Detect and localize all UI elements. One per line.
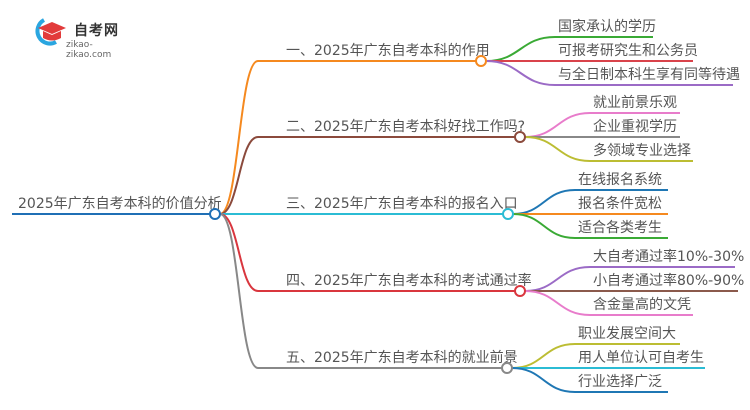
leaf-label[interactable]: 适合各类考生 <box>578 220 662 236</box>
branch-connector <box>219 136 259 215</box>
leaf-label[interactable]: 行业选择广泛 <box>578 374 662 390</box>
leaf-connector <box>512 213 576 239</box>
leaf-label[interactable]: 小自考通过率80%-90% <box>593 272 744 289</box>
leaf-connector <box>511 343 576 369</box>
leaf-label[interactable]: 在线报名系统 <box>578 172 662 188</box>
logo-url: zikao-zikao.com <box>66 40 112 60</box>
leaf-label[interactable]: 就业前景乐观 <box>593 94 677 111</box>
branch-label[interactable]: 三、2025年广东自考本科的报名入口 <box>286 196 518 212</box>
leaf-connector <box>524 136 591 162</box>
logo-title: 自考网 <box>74 23 119 39</box>
branch-connector <box>219 213 259 369</box>
leaf-connector <box>485 60 556 86</box>
leaf-connector <box>511 367 576 393</box>
leaf-connector <box>524 266 591 292</box>
leaf-label[interactable]: 用人单位认可自考生 <box>578 350 704 366</box>
leaf-label[interactable]: 报名条件宽松 <box>578 195 662 212</box>
root-label[interactable]: 2025年广东自考本科的价值分析 <box>18 196 222 212</box>
leaf-label[interactable]: 多领域专业选择 <box>593 142 691 159</box>
branch-node-circle[interactable] <box>501 362 513 374</box>
branch-connector <box>219 60 259 215</box>
leaf-label[interactable]: 大自考通过率10%-30% <box>593 248 744 265</box>
root-node-circle[interactable] <box>209 208 221 220</box>
leaf-connector <box>524 290 591 316</box>
branch-label[interactable]: 一、2025年广东自考本科的作用 <box>286 43 490 59</box>
branch-node-circle[interactable] <box>502 208 514 220</box>
logo: 自考网 zikao-zikao.com <box>30 18 119 60</box>
leaf-label[interactable]: 可报考研究生和公务员 <box>558 43 698 59</box>
branch-label[interactable]: 二、2025年广东自考本科好找工作吗? <box>286 119 525 135</box>
leaf-label[interactable]: 与全日制本科生享有同等待遇 <box>558 66 740 83</box>
graduation-cap-icon <box>35 18 66 46</box>
branch-label[interactable]: 四、2025年广东自考本科的考试通过率 <box>286 272 532 289</box>
leaf-connector <box>485 36 556 62</box>
branch-connector <box>219 213 259 292</box>
branch-node-circle[interactable] <box>475 55 487 67</box>
leaf-label[interactable]: 职业发展空间大 <box>578 326 676 342</box>
branch-node-circle[interactable] <box>514 131 526 143</box>
branch-label[interactable]: 五、2025年广东自考本科的就业前景 <box>286 349 518 366</box>
branch-node-circle[interactable] <box>514 285 526 297</box>
leaf-label[interactable]: 含金量高的文凭 <box>593 296 691 313</box>
leaf-connector <box>524 112 591 138</box>
leaf-connector <box>512 189 576 215</box>
leaf-label[interactable]: 企业重视学历 <box>593 118 677 135</box>
leaf-label[interactable]: 国家承认的学历 <box>558 18 656 35</box>
